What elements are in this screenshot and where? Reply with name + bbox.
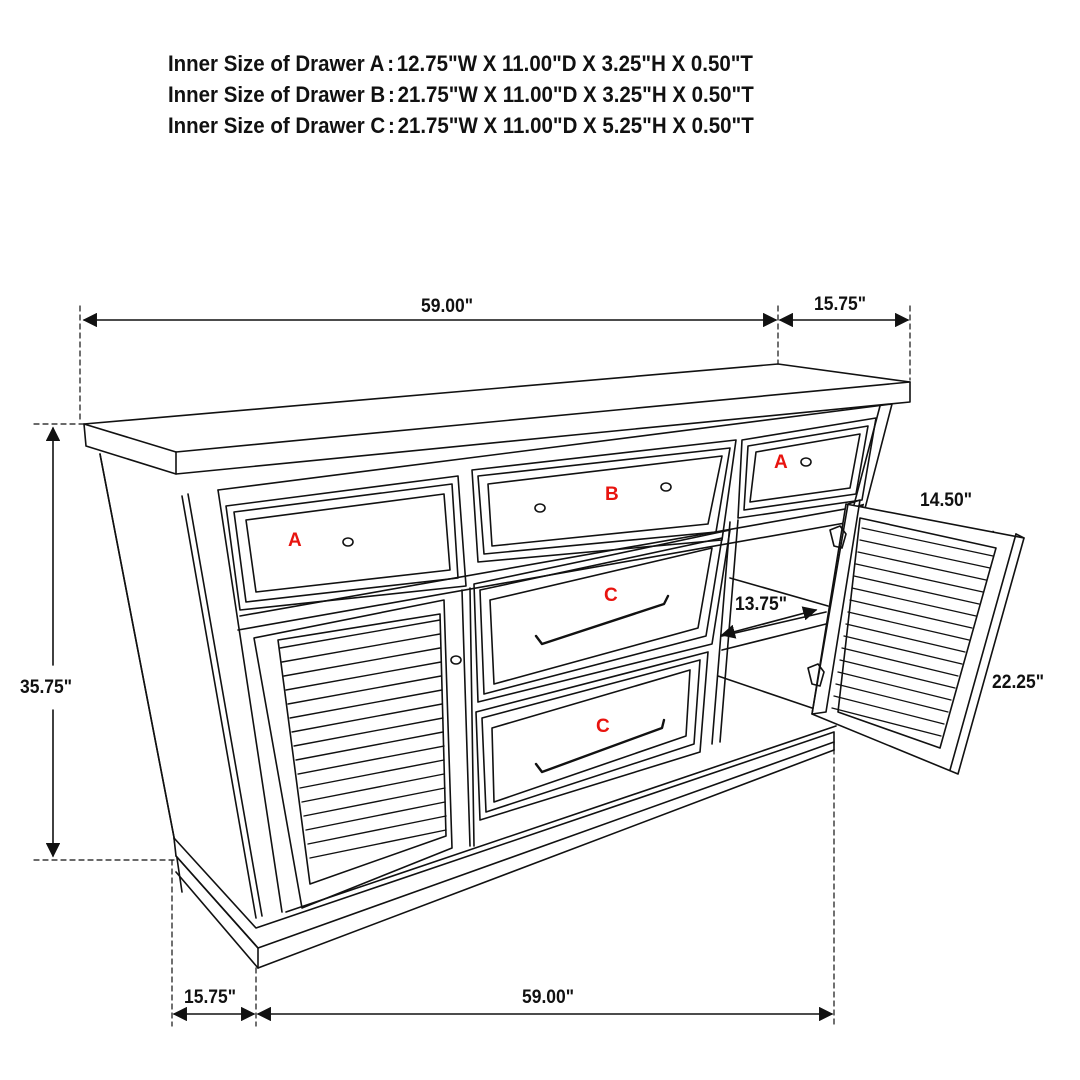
drawer-label-a-right: A	[774, 452, 788, 473]
spec-drawer-b: Inner Size of Drawer B:21.75"W X 11.00"D…	[168, 79, 912, 110]
spec-drawer-c: Inner Size of Drawer C:21.75"W X 11.00"D…	[168, 110, 912, 141]
drawer-label-c-bottom: C	[596, 716, 610, 737]
drawer-a-left	[225, 475, 467, 611]
spec-label: Inner Size of Drawer C	[168, 113, 386, 138]
dim-top-width: 59.00"	[421, 296, 474, 317]
spec-separator: :	[387, 51, 395, 76]
drawer-spec-list: Inner Size of Drawer A:12.75"W X 11.00"D…	[168, 48, 968, 141]
drawer-a-right	[737, 417, 877, 519]
dim-shelf-depth: 13.75"	[735, 594, 788, 615]
dim-bottom-depth: 15.75"	[184, 987, 237, 1008]
spec-value: 21.75"W X 11.00"D X 3.25"H X 0.50"T	[397, 82, 754, 107]
drawer-c-top	[473, 529, 731, 703]
drawer-label-a-left: A	[288, 530, 302, 551]
dim-height: 35.75"	[20, 677, 73, 698]
hinge-icon	[807, 525, 847, 687]
spec-separator: :	[387, 113, 395, 138]
dimension-lines	[33, 305, 1008, 1027]
spec-value: 21.75"W X 11.00"D X 5.25"H X 0.50"T	[397, 113, 754, 138]
drawer-c-bottom	[475, 651, 709, 821]
spec-separator: :	[387, 82, 395, 107]
drawer-label-c-top: C	[604, 585, 618, 606]
spec-label: Inner Size of Drawer B	[168, 82, 386, 107]
dim-door-width: 14.50"	[920, 490, 973, 511]
dim-bottom-width: 59.00"	[522, 987, 575, 1008]
cabinet-interior	[711, 519, 829, 745]
top-slab	[83, 363, 911, 475]
dim-top-depth: 15.75"	[814, 294, 867, 315]
front-frame	[173, 403, 893, 969]
spec-value: 12.75"W X 11.00"D X 3.25"H X 0.50"T	[396, 51, 753, 76]
dim-door-height: 22.25"	[992, 672, 1045, 693]
right-open-door	[807, 499, 1025, 775]
left-side-panel	[99, 453, 283, 919]
spec-label: Inner Size of Drawer A	[168, 51, 385, 76]
drawer-label-b: B	[605, 484, 619, 505]
center-divider	[461, 587, 475, 847]
spec-drawer-a: Inner Size of Drawer A:12.75"W X 11.00"D…	[168, 48, 912, 79]
left-louvered-door	[253, 599, 462, 909]
